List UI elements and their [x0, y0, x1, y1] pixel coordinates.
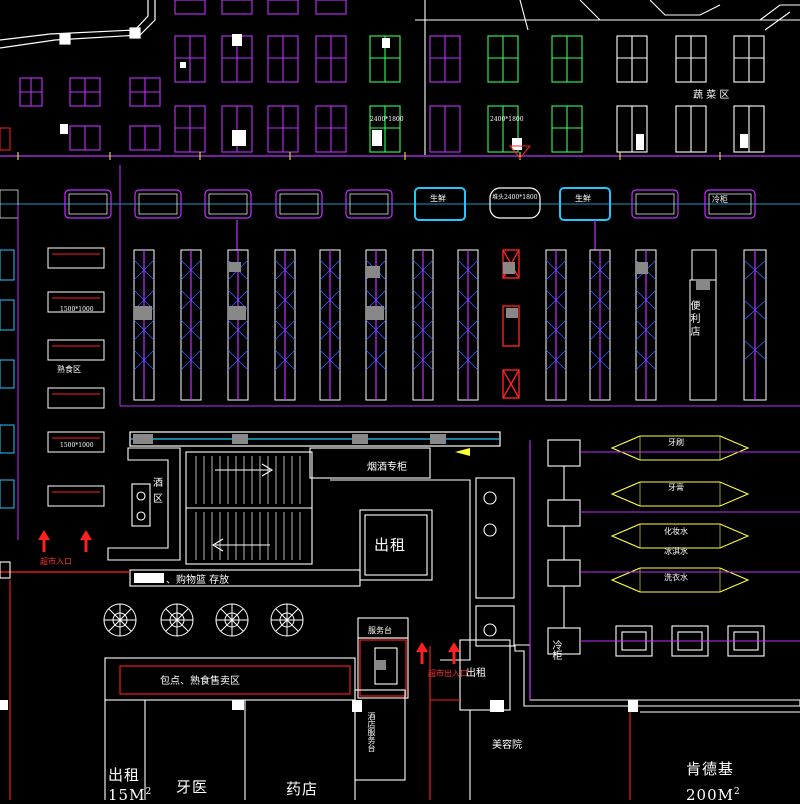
supermarket-entrance-label: 超市入口: [40, 557, 72, 566]
kfc-area-sup: 2: [734, 787, 741, 797]
top-display-islands: [0, 187, 800, 250]
central-rent-block: [330, 479, 800, 781]
dim-label-a: 2400*1800: [370, 116, 404, 123]
round-tables: [103, 603, 304, 637]
left-chillers: [0, 249, 15, 509]
liquor-zone-label-b: 区: [153, 494, 163, 505]
washing-label: 洗衣水: [664, 573, 688, 582]
rent-bottom-area-label: 15M2: [108, 786, 152, 804]
island-center-label: 堆头2400*1800: [492, 194, 538, 201]
freezer-label: 冷柜: [712, 195, 728, 204]
fridge-vertical-label: 冷柜: [550, 640, 561, 660]
cart-strip-label: 、购物篮 存放: [166, 575, 230, 586]
dimension-row-middle: [17, 165, 800, 540]
dim-label-c: 1500*1000: [60, 442, 94, 449]
kfc-area-label: 200M2: [686, 786, 741, 804]
tooth-gel-label: 牙刷: [668, 438, 684, 447]
kfc-label: 肯德基: [686, 760, 735, 778]
service-vertical-label: 酒店服务台: [367, 712, 376, 752]
kfc-area-value: 200M: [686, 786, 734, 804]
dentist-label: 牙医: [176, 778, 209, 796]
dim-label-d: 2400*1800: [490, 116, 524, 123]
rent-bottom-label: 出租: [108, 766, 141, 784]
vegetable-zone-label: 蔬 菜 区: [693, 90, 730, 101]
left-display-counters: [47, 247, 105, 507]
convenience-vertical-label: 便 利 店: [688, 300, 699, 337]
cosmetic-water-label: 化妆水: [664, 527, 688, 536]
ice-water-label: 冰淇水: [664, 547, 688, 556]
window-grid: [19, 0, 800, 155]
tobacco-counter-label: 烟酒专柜: [367, 462, 407, 473]
liquor-escalator-area: [107, 447, 431, 565]
rent-center-label: 出租: [374, 536, 407, 554]
beauty-salon-label: 美容院: [492, 740, 522, 751]
checkout-bar: [129, 431, 501, 456]
top-left-structure: [0, 0, 156, 49]
rent-bottom-area-value: 15M: [108, 786, 146, 804]
shampoo-label: 牙膏: [668, 483, 684, 492]
island-2-label: 生鲜: [575, 194, 591, 203]
cosmetics-area: [475, 435, 800, 700]
cooked-food-label: 熟食区: [57, 365, 81, 374]
package-area-label: 包点、熟食售卖区: [160, 676, 240, 687]
supermarket-exit-label: 超市出入口: [428, 669, 468, 678]
pharmacy-label: 药店: [286, 780, 319, 798]
dimension-row-top: [0, 127, 800, 160]
island-1-label: 生鲜: [430, 194, 446, 203]
liquor-zone-label-a: 酒: [153, 478, 163, 489]
shelving-racks: [133, 249, 767, 401]
service-desk-label: 服务台: [368, 626, 392, 635]
bottom-shops: [0, 657, 800, 800]
rent-right-label: 出租: [466, 668, 486, 679]
rent-bottom-area-sup: 2: [145, 787, 153, 797]
dim-label-b: 1500*1000: [60, 306, 94, 313]
entrance-strip: [0, 530, 631, 800]
